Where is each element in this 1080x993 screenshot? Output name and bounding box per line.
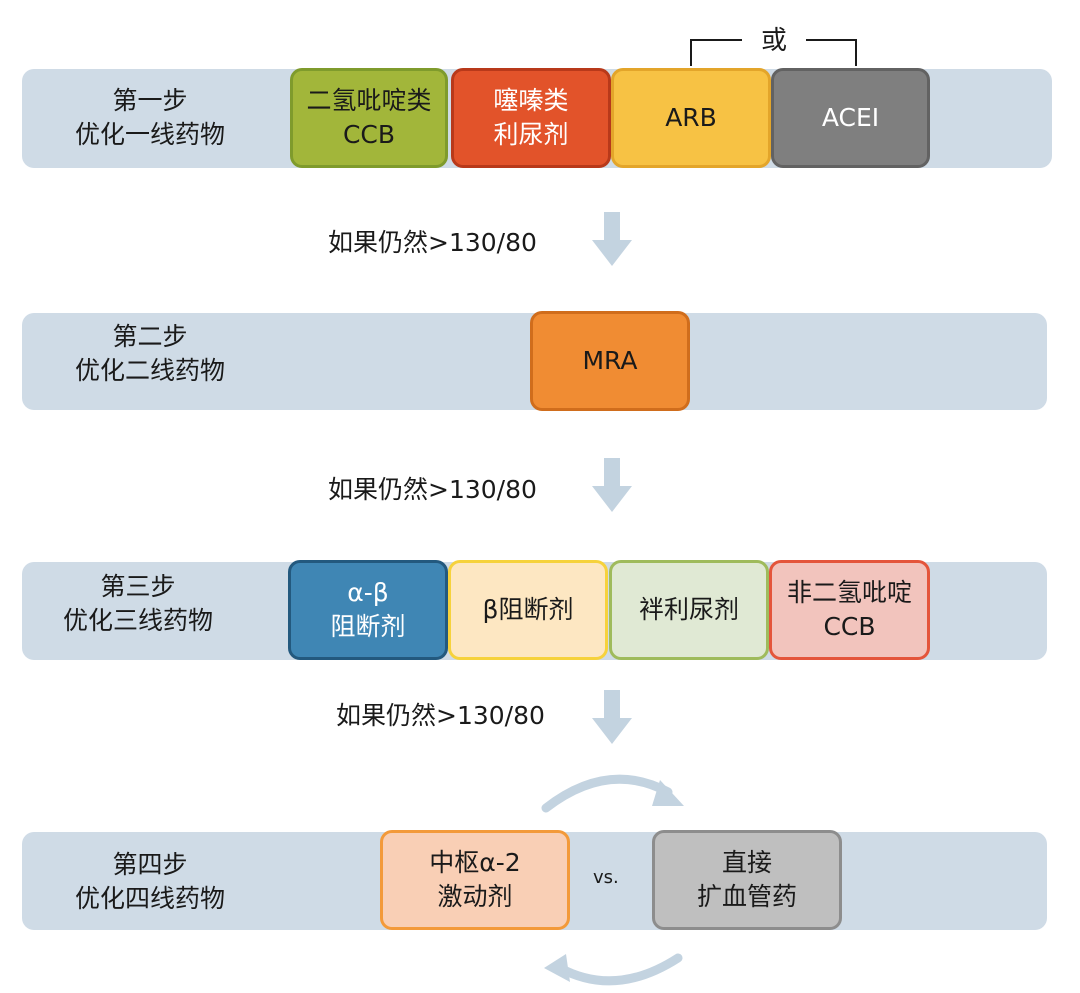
curved-arrow-top-icon — [541, 774, 673, 813]
box-line2: 利尿剂 — [493, 120, 569, 149]
box-line1: 非二氢吡啶 — [786, 578, 912, 607]
down-arrow-1 — [592, 212, 632, 266]
step1-label: 第一步 优化一线药物 — [60, 84, 240, 152]
step3-label: 第三步 优化三线药物 — [48, 570, 228, 638]
curved-arrow-bottom-head-icon — [544, 954, 570, 982]
box-line1: 袢利尿剂 — [638, 595, 739, 624]
step2-title: 第二步 — [112, 322, 188, 351]
box-line1: 中枢α-2 — [429, 848, 521, 877]
loop-diuretic-box: 袢利尿剂 — [609, 560, 769, 660]
box-line2: 激动剂 — [437, 882, 513, 911]
box-line1: 直接 — [721, 848, 772, 877]
vs-label: vs. — [593, 867, 619, 888]
down-arrow-3 — [592, 690, 632, 744]
step4-title: 第四步 — [112, 850, 188, 879]
box-line1: ACEI — [821, 103, 880, 132]
arb-box: ARB — [611, 68, 771, 168]
dihydropyridine-ccb-box: 二氢吡啶类 CCB — [290, 68, 448, 168]
box-line2: 扩血管药 — [696, 882, 797, 911]
thiazide-diuretic-box: 噻嗪类 利尿剂 — [451, 68, 611, 168]
box-line1: 二氢吡啶类 — [306, 86, 432, 115]
acei-box: ACEI — [771, 68, 930, 168]
down-arrow-2 — [592, 458, 632, 512]
box-line2: CCB — [823, 612, 876, 641]
box-line1: ARB — [665, 103, 717, 132]
or-label: 或 — [761, 26, 788, 56]
mra-box: MRA — [530, 311, 690, 411]
step4-subtitle: 优化四线药物 — [74, 884, 225, 913]
condition-3: 如果仍然>130/80 — [336, 701, 545, 730]
non-dihydropyridine-ccb-box: 非二氢吡啶 CCB — [769, 560, 930, 660]
box-line1: α-β — [347, 578, 389, 607]
direct-vasodilator-box: 直接 扩血管药 — [652, 830, 842, 930]
alpha-beta-blocker-box: α-β 阻断剂 — [288, 560, 448, 660]
step4-label: 第四步 优化四线药物 — [60, 848, 240, 916]
box-line2: CCB — [342, 120, 396, 149]
step1-subtitle: 优化一线药物 — [74, 120, 225, 149]
beta-blocker-box: β阻断剂 — [448, 560, 608, 660]
box-line1: MRA — [582, 346, 638, 375]
box-line2: 阻断剂 — [330, 612, 406, 641]
step3-subtitle: 优化三线药物 — [62, 606, 213, 635]
curved-arrow-bottom-icon — [555, 953, 683, 986]
step3-title: 第三步 — [100, 572, 176, 601]
step2-label: 第二步 优化二线药物 — [60, 320, 240, 388]
condition-2: 如果仍然>130/80 — [328, 475, 537, 504]
step2-subtitle: 优化二线药物 — [74, 356, 225, 385]
central-alpha2-agonist-box: 中枢α-2 激动剂 — [380, 830, 570, 930]
box-line1: 噻嗪类 — [493, 86, 569, 115]
curved-arrow-top-head-icon — [652, 780, 684, 806]
step1-title: 第一步 — [112, 86, 188, 115]
box-line1: β阻断剂 — [482, 595, 574, 624]
condition-1: 如果仍然>130/80 — [328, 228, 537, 257]
